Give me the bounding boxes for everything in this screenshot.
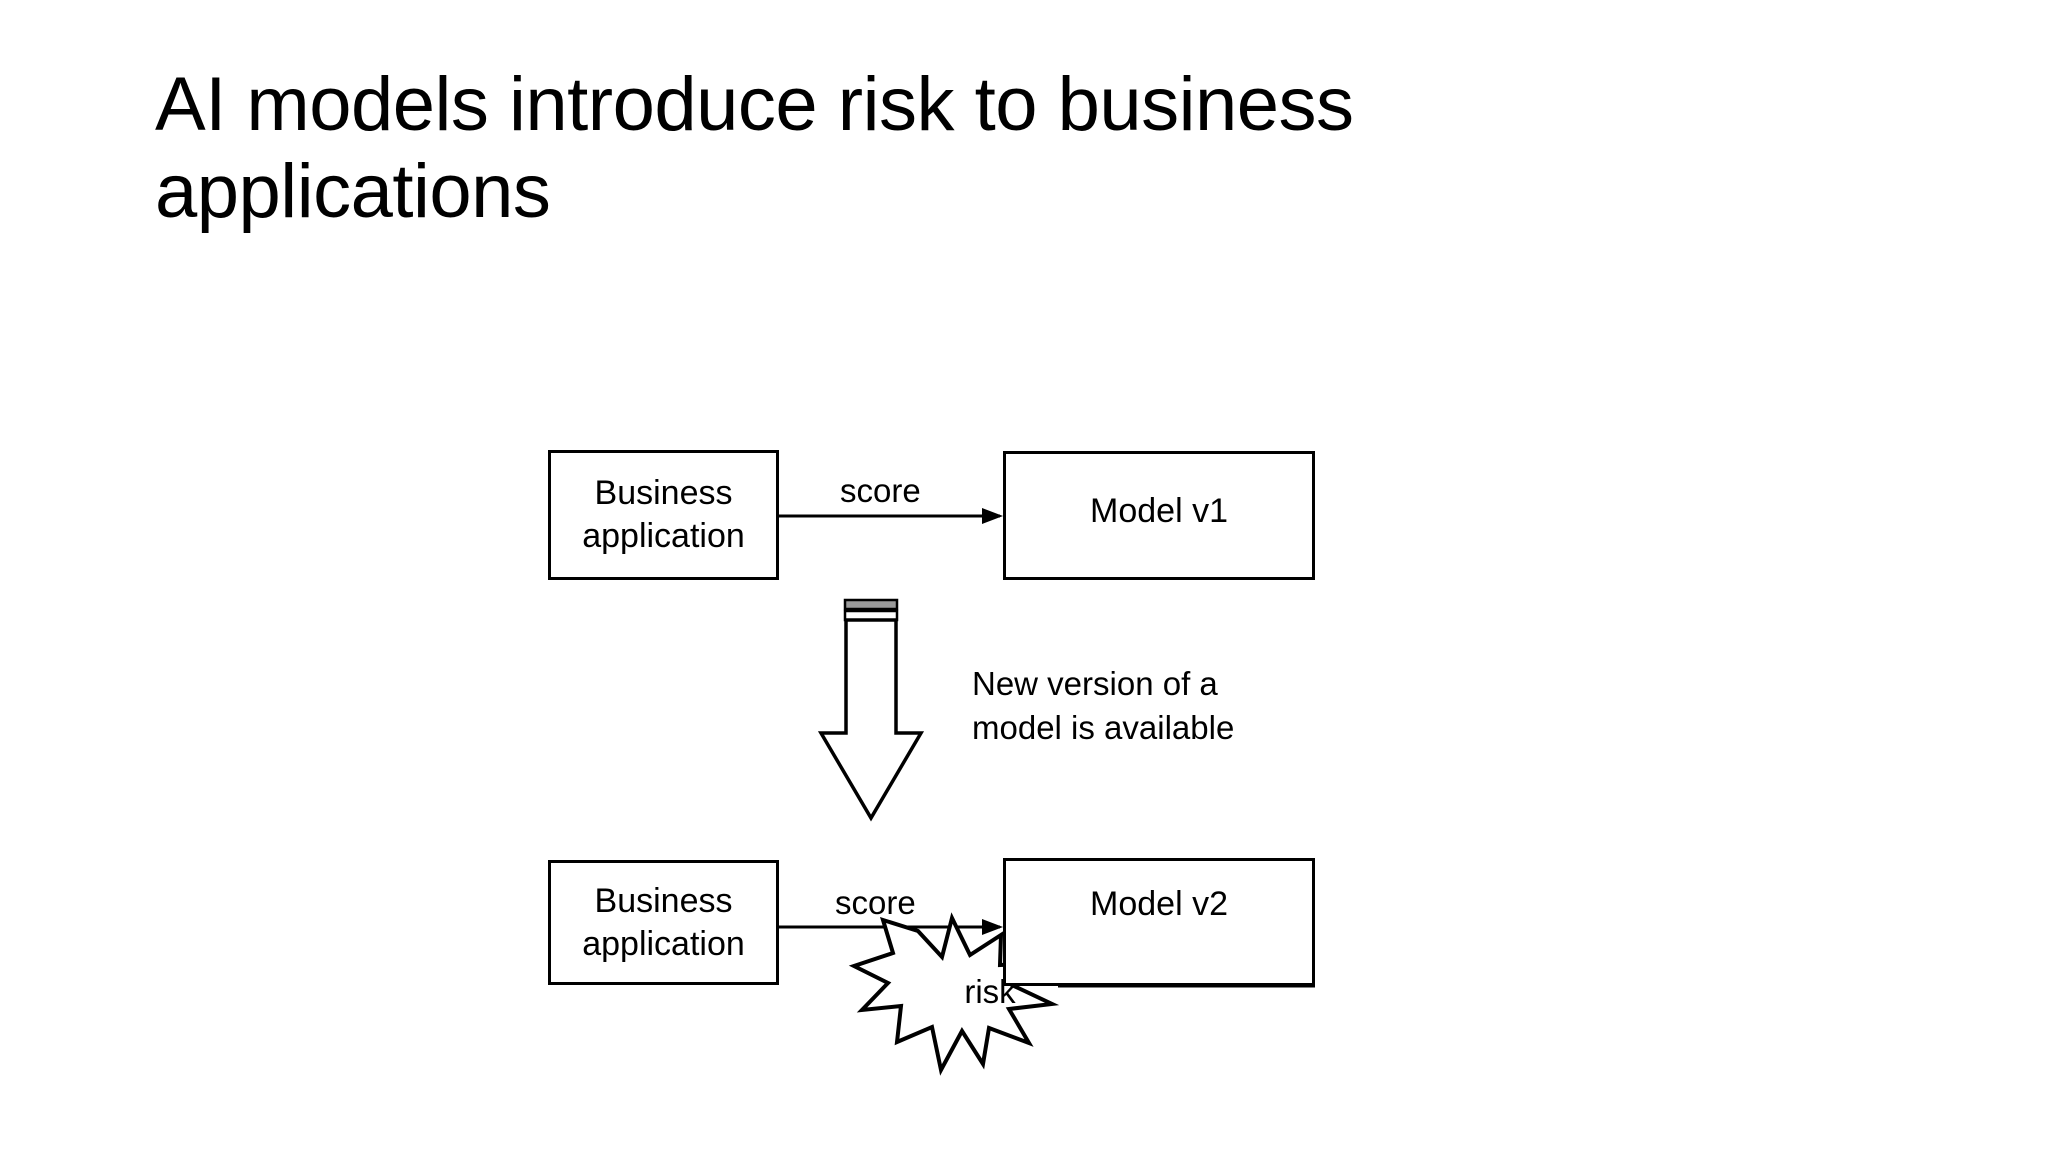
risk-burst-shape bbox=[848, 912, 1060, 1076]
score-bottom-arrowhead bbox=[982, 919, 1003, 935]
node-label: Business application bbox=[582, 881, 745, 963]
node-label: Business application bbox=[582, 474, 745, 555]
node-label: Model v2 bbox=[1090, 884, 1228, 923]
block-arrow-body bbox=[817, 618, 925, 822]
block-arrow-down bbox=[817, 598, 925, 822]
score-top-arrowhead bbox=[982, 508, 1003, 524]
node-business-app-top[interactable]: Business application bbox=[548, 450, 779, 580]
page-title: AI models introduce risk to business app… bbox=[155, 62, 1375, 234]
node-business-app-bottom[interactable]: Business application bbox=[548, 860, 779, 985]
risk-burst-outline bbox=[848, 912, 1060, 1076]
block-arrow-label: New version of a model is available bbox=[972, 665, 1235, 746]
node-model-v2[interactable]: Model v2 bbox=[1003, 858, 1315, 986]
risk-burst-label: risk bbox=[964, 973, 1016, 1010]
edge-score-top bbox=[779, 508, 1003, 524]
edge-label-score-top: score bbox=[840, 472, 921, 509]
edge-label-score-bottom: score bbox=[835, 884, 916, 921]
node-model-v1[interactable]: Model v1 bbox=[1003, 451, 1315, 580]
node-label: Model v1 bbox=[1090, 492, 1228, 531]
block-arrow-top-bar-1 bbox=[843, 598, 899, 611]
